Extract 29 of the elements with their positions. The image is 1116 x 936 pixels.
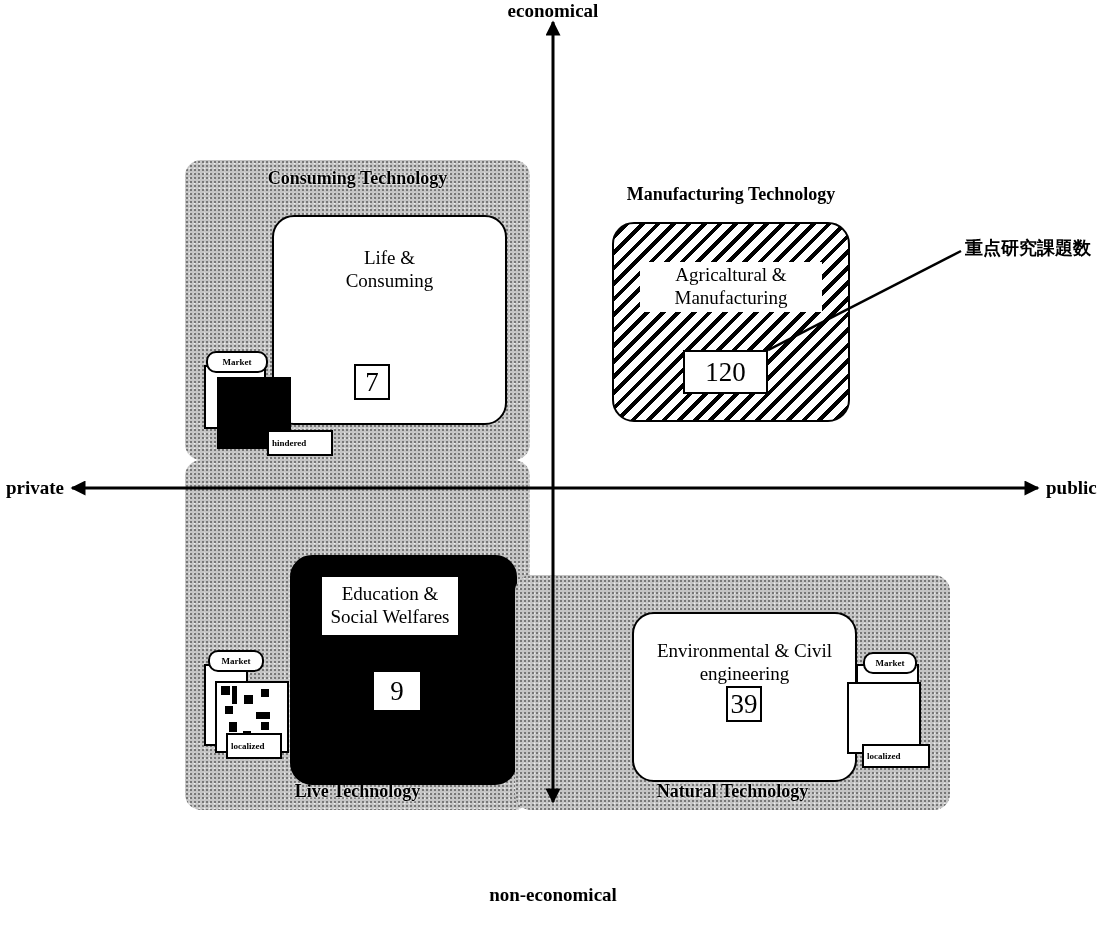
category-heading: Manufacturing Technology — [625, 184, 837, 205]
category-box — [632, 612, 857, 782]
panel-heading: Consuming Technology — [266, 168, 449, 189]
category-box — [290, 555, 517, 785]
market-label: Market — [208, 650, 264, 672]
count-box: 7 — [354, 364, 390, 400]
panel-heading: Natural Technology — [655, 781, 810, 802]
market-tag: hindered — [267, 430, 333, 456]
panel-heading: Live Technology — [293, 781, 422, 802]
category-title: Life & Consuming — [344, 247, 435, 293]
market-tag: localized — [226, 733, 282, 759]
axis-label: public — [1046, 477, 1097, 499]
market-label: Market — [863, 652, 917, 674]
technology-panel — [515, 575, 950, 810]
count-box: 39 — [726, 686, 762, 722]
technology-panel — [185, 460, 530, 810]
category-title: Education & Social Welfares — [322, 577, 458, 635]
axis-label: non-economical — [488, 884, 618, 906]
axis-label: private — [6, 477, 65, 499]
count-box: 120 — [683, 350, 768, 394]
axis-label: economical — [506, 0, 600, 22]
annotation-text: 重点研究課題数 — [965, 236, 1115, 262]
market-tag: localized — [862, 744, 930, 768]
market-label: Market — [206, 351, 268, 373]
category-title: Environmental & Civil engineering — [655, 640, 834, 686]
technology-panel — [185, 160, 530, 460]
category-box — [272, 215, 507, 425]
category-title: Agricaltural & Manufacturing — [640, 262, 822, 312]
count-box: 9 — [372, 670, 422, 712]
